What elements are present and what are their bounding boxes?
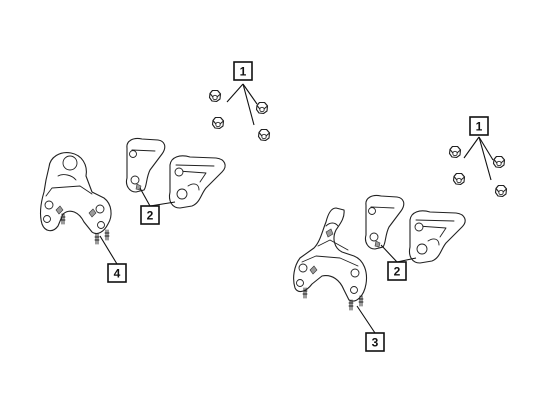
bracket-right-small [364,194,405,250]
bracket-right-large [408,210,466,264]
callout-2-right: 2 [387,261,407,281]
stud-right-3 [348,299,354,311]
stud-left-2 [104,229,110,241]
nut-right-3 [452,172,466,186]
bracket-left-large [168,155,226,209]
nut-group-right: 1 [448,116,508,198]
callout-1-top: 1 [233,61,253,81]
nut-top-1 [208,89,222,103]
bracket-group-right: 2 [364,194,466,281]
callout-3: 3 [365,332,385,352]
callout-2-left: 2 [140,205,160,225]
leader-3 [356,305,376,334]
svg-text:2: 2 [394,265,401,279]
leader-1-top [226,83,258,126]
nut-top-3 [211,116,225,130]
nut-top-2 [255,101,269,115]
svg-text:4: 4 [114,267,121,281]
svg-text:1: 1 [476,120,483,134]
nut-right-4 [494,184,508,198]
engine-mount-left [39,152,112,245]
nut-right-1 [448,145,462,159]
nut-right-2 [492,155,506,169]
stud-left-1 [60,213,66,225]
svg-text:1: 1 [240,65,247,79]
svg-text:2: 2 [147,209,154,223]
leader-1-right [463,136,494,181]
engine-mount-right [293,207,368,311]
stud-right-2 [358,295,364,307]
leader-4 [99,235,118,265]
stud-left-3 [94,233,100,245]
bracket-left-small [125,137,166,193]
callout-1-right: 1 [469,116,489,136]
nut-group-top: 1 [208,61,271,142]
nut-top-4 [257,128,271,142]
callout-4: 4 [107,263,127,283]
bracket-group-left: 2 [125,137,226,225]
svg-text:3: 3 [372,336,379,350]
